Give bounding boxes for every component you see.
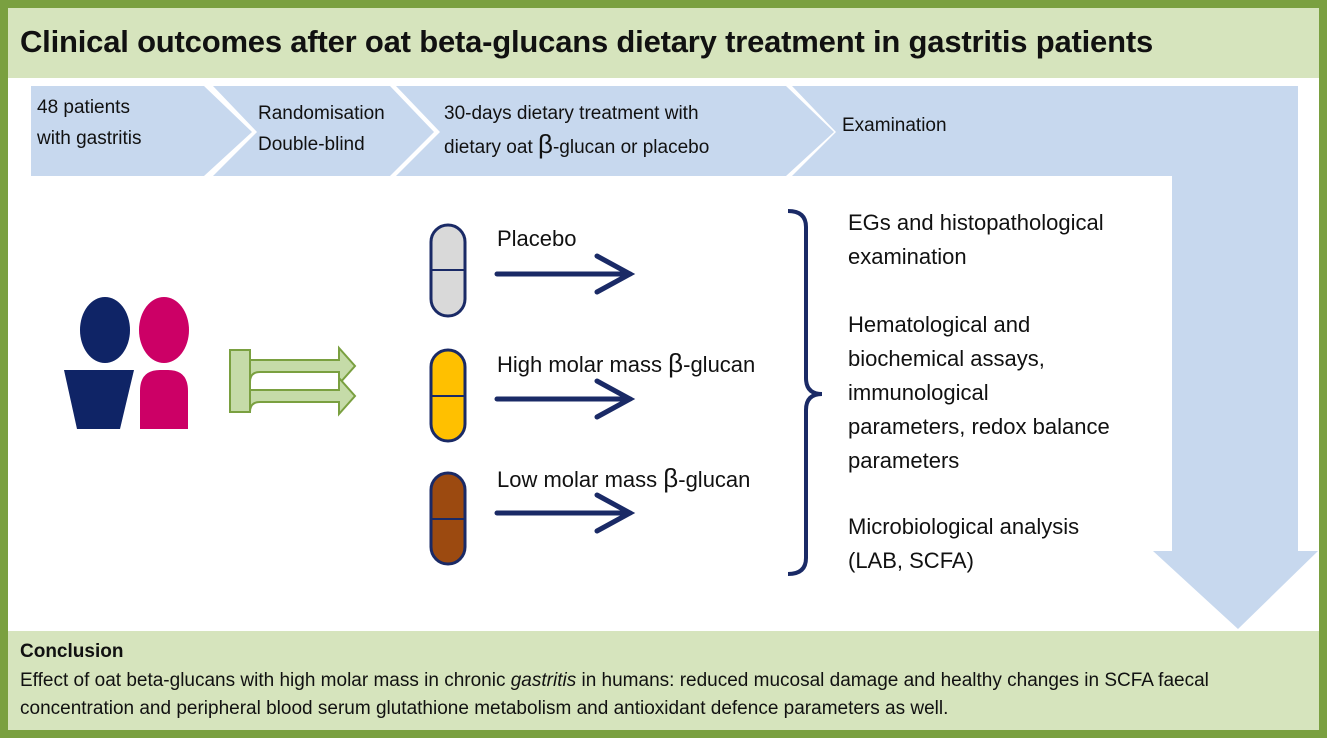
step-chevron-3 xyxy=(396,86,834,176)
split-arrow-icon xyxy=(229,345,357,417)
conclusion-band: Conclusion Effect of oat beta-glucans wi… xyxy=(8,631,1319,730)
curly-brace-icon xyxy=(787,209,823,576)
step-2-label: Randomisation Double-blind xyxy=(258,103,385,155)
person-head-magenta xyxy=(139,297,189,363)
outcome-microbiological: Microbiological analysis (LAB, SCFA) xyxy=(848,514,1080,573)
conclusion-text: Effect of oat beta-glucans with high mol… xyxy=(20,670,1209,719)
flow-graphic xyxy=(31,86,1318,629)
capsule-high-molar xyxy=(429,348,467,443)
step-chevron-4 xyxy=(792,86,1298,176)
capsule-placebo xyxy=(429,223,467,318)
outcome-egs: EGs and histopathological examination xyxy=(848,210,1104,269)
group-label-high-molar: High molar mass β-glucan xyxy=(497,348,756,378)
person-body-magenta xyxy=(140,370,188,429)
right-arrow-icon xyxy=(494,492,636,534)
group-label-placebo: Placebo xyxy=(497,226,577,251)
step-1-label: 48 patients with gastritis xyxy=(37,97,142,149)
step-4-label: Examination xyxy=(842,115,947,136)
capsule-low-molar xyxy=(429,471,467,566)
title-band: Clinical outcomes after oat beta-glucans… xyxy=(8,8,1319,78)
person-head-navy xyxy=(80,297,130,363)
right-arrow-icon xyxy=(494,378,636,420)
outcome-hematological: Hematological and biochemical assays, im… xyxy=(848,312,1110,473)
patients-pictogram xyxy=(64,297,189,429)
step-3-label: 30-days dietary treatment with dietary o… xyxy=(444,103,710,159)
group-label-low-molar: Low molar mass β-glucan xyxy=(497,463,751,493)
right-arrow-icon xyxy=(494,253,636,295)
page-title: Clinical outcomes after oat beta-glucans… xyxy=(20,24,1153,59)
examination-down-arrow xyxy=(1153,176,1318,629)
step-chevron-2 xyxy=(213,86,434,176)
person-body-navy xyxy=(64,370,134,429)
step-chevron-1 xyxy=(31,86,252,176)
conclusion-heading: Conclusion xyxy=(20,641,124,662)
